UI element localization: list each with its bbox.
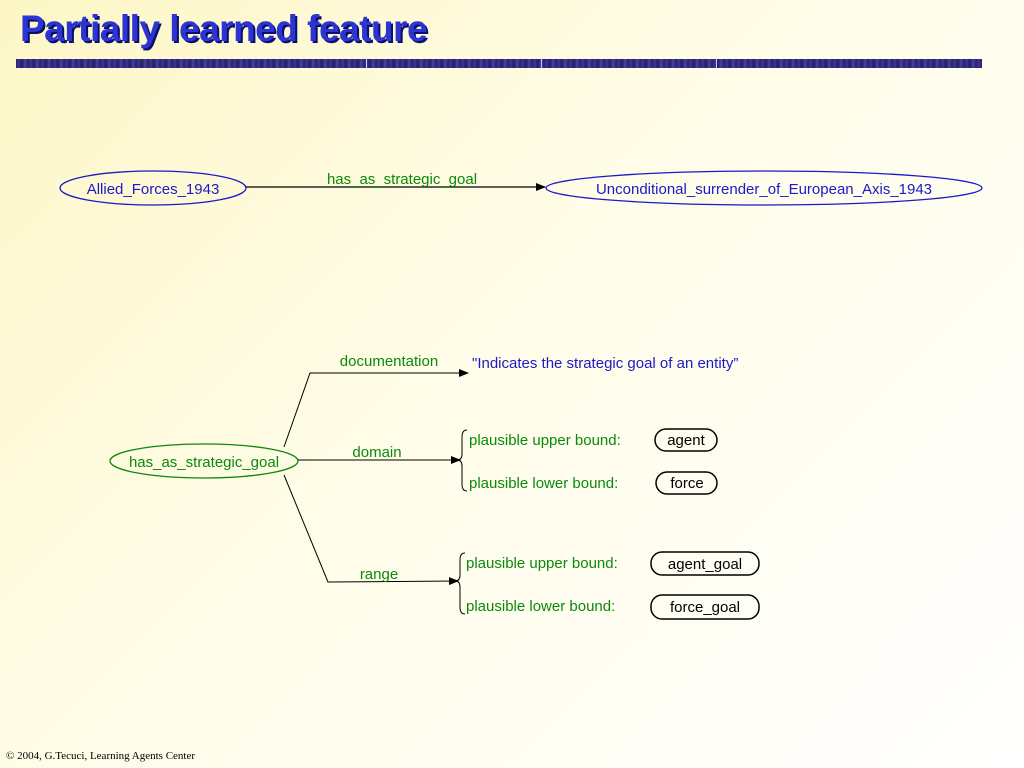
range-brace — [454, 552, 466, 615]
domain-upper-bound-value: agent — [667, 432, 705, 449]
object-label: Unconditional_surrender_of_European_Axis… — [596, 181, 932, 198]
slide-title: Partially learned feature — [20, 8, 428, 49]
range-upper-bound-value: agent_goal — [668, 556, 742, 573]
feature-label: has_as_strategic_goal — [129, 454, 279, 471]
range-branch — [283, 474, 459, 586]
predicate-label: has_as_strategic_goal — [327, 171, 477, 188]
domain-lower-bound-value: force — [670, 475, 703, 492]
subject-node: Allied_Forces_1943 — [59, 170, 247, 206]
copyright-footer: © 2004, G.Tecuci, Learning Agents Center — [6, 750, 196, 762]
domain-label: domain — [352, 444, 401, 461]
documentation-branch — [283, 369, 469, 448]
domain-upper-bound-node: agent — [654, 428, 718, 452]
range-lower-bound-node: force_goal — [650, 594, 760, 620]
documentation-value: "Indicates the strategic goal of an enti… — [472, 355, 738, 372]
domain-upper-bound-label: plausible upper bound: — [469, 432, 621, 449]
object-node: Unconditional_surrender_of_European_Axis… — [545, 170, 983, 206]
range-lower-bound-value: force_goal — [670, 599, 740, 616]
title-divider-bar — [16, 59, 982, 68]
range-lower-bound-label: plausible lower bound: — [466, 598, 615, 615]
bar-segment-divider — [716, 59, 717, 68]
domain-lower-bound-label: plausible lower bound: — [469, 475, 618, 492]
range-label: range — [360, 566, 398, 583]
bar-segment-divider — [541, 59, 542, 68]
feature-node: has_as_strategic_goal — [109, 443, 299, 479]
bar-segment-divider — [366, 59, 367, 68]
domain-lower-bound-node: force — [655, 471, 718, 495]
range-upper-bound-node: agent_goal — [650, 551, 760, 576]
documentation-label: documentation — [340, 353, 438, 370]
subject-label: Allied_Forces_1943 — [87, 181, 220, 198]
range-upper-bound-label: plausible upper bound: — [466, 555, 618, 572]
domain-brace — [456, 429, 468, 492]
